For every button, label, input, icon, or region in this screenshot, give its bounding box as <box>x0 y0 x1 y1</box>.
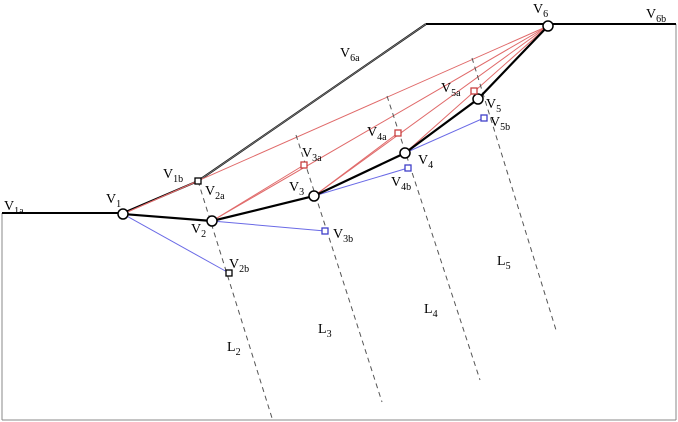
label-l2: L2 <box>227 340 241 358</box>
label-v6a: V6a <box>340 46 360 64</box>
marker-v5a <box>470 87 478 95</box>
node-v3 <box>308 190 320 202</box>
marker-v4a <box>394 129 402 137</box>
labels: V1a V1 V1b V2a V2 V2b V3a V3 V3b V4a V4 … <box>4 2 666 358</box>
label-v3: V3 <box>289 180 304 198</box>
slope-face-thin <box>197 23 427 182</box>
label-v4a: V4a <box>367 125 387 143</box>
label-v3b: V3b <box>333 227 353 245</box>
node-v5 <box>472 93 484 105</box>
label-v6b: V6b <box>646 7 666 25</box>
label-v2b: V2b <box>229 257 249 275</box>
ground-frame <box>1 24 677 421</box>
label-v4: V4 <box>418 153 433 171</box>
label-v5: V5 <box>486 97 501 115</box>
node-v1 <box>117 208 129 220</box>
label-v4b: V4b <box>391 175 411 193</box>
label-v5a: V5a <box>441 81 461 99</box>
node-v4 <box>399 147 411 159</box>
slip-nodes <box>117 20 554 227</box>
label-v1b: V1b <box>163 167 183 185</box>
marker-v1b <box>194 177 202 185</box>
label-v1a: V1a <box>4 199 24 217</box>
square-markers <box>194 87 488 277</box>
label-v1: V1 <box>106 192 121 210</box>
marker-v3b <box>321 227 329 235</box>
red-fan-lines <box>122 25 549 222</box>
marker-v2b <box>225 269 233 277</box>
label-v3a: V3a <box>302 146 322 164</box>
slip-surface <box>122 25 549 223</box>
marker-v5b <box>480 114 488 122</box>
label-l4: L4 <box>424 302 438 320</box>
node-v6 <box>542 20 554 32</box>
label-l5: L5 <box>497 254 511 272</box>
label-v6: V6 <box>533 2 548 20</box>
dashed-slice-lines <box>197 57 557 419</box>
node-v2 <box>206 215 218 227</box>
label-l3: L3 <box>318 322 332 340</box>
marker-v4b <box>404 164 412 172</box>
label-v5b: V5b <box>490 115 510 133</box>
label-v2a: V2a <box>205 184 225 202</box>
blue-lines <box>122 117 485 274</box>
marker-v3a <box>300 161 308 169</box>
label-v2: V2 <box>191 222 206 240</box>
